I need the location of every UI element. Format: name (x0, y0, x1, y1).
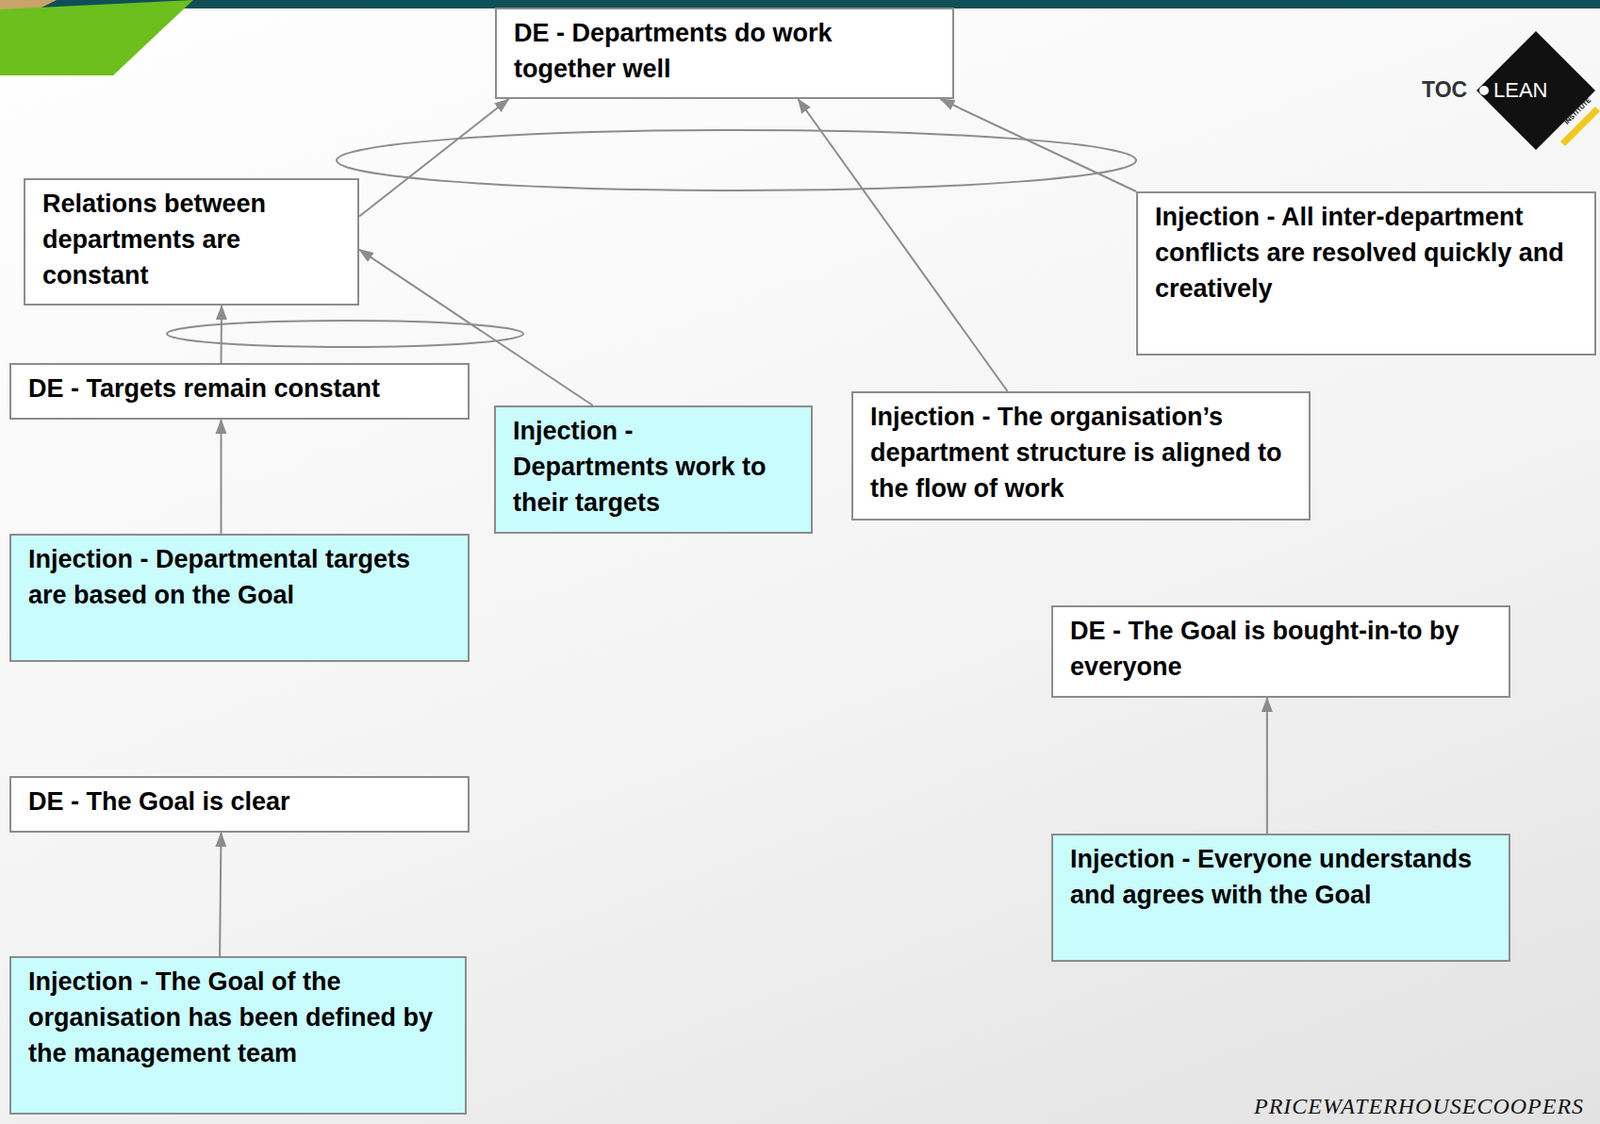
arrow-connector (359, 98, 510, 217)
node-text: DE - Departments do work together well (513, 15, 936, 87)
arrow-connector (219, 832, 221, 957)
logo-text: TOC (1421, 77, 1468, 103)
effect-box: DE - Departments do work together well (494, 7, 955, 99)
injection-box: Injection - Everyone understands and agr… (1051, 833, 1511, 962)
node-text: DE - The Goal is bought-in-to by everyon… (1070, 612, 1492, 685)
arrow-connector (219, 305, 223, 363)
node-text: Injection - All inter-department conflic… (1154, 198, 1578, 307)
effect-box: Injection - The organisation’s departmen… (851, 391, 1311, 521)
node-text: Injection - Everyone understands and agr… (1070, 841, 1492, 913)
effect-box: Injection - All inter-department conflic… (1136, 191, 1597, 356)
logo-text: LEAN (1493, 78, 1548, 103)
effect-box: DE - Targets remain constant (9, 362, 470, 420)
node-text: Relations between departments are consta… (42, 185, 341, 294)
arrow-connector (1266, 697, 1269, 834)
injection-box: Injection - Departments work to their ta… (494, 405, 813, 534)
arrow-connector (940, 98, 1137, 192)
node-text: DE - Targets remain constant (28, 370, 451, 407)
arrow-connector (219, 419, 222, 534)
green-corner (0, 0, 194, 76)
arrow-connector (797, 98, 1007, 392)
injection-box: Injection - The Goal of the organisation… (9, 956, 467, 1115)
effect-box: DE - The Goal is clear (9, 775, 470, 833)
effect-box: DE - The Goal is bought-in-to by everyon… (1051, 605, 1511, 698)
effect-box: Relations between departments are consta… (23, 178, 360, 306)
node-text: Injection - The Goal of the organisation… (28, 963, 448, 1072)
company-logo-text: PRICEWATERHOUSECOOPERS (1253, 1093, 1584, 1120)
node-text: DE - The Goal is clear (28, 783, 451, 820)
node-text: Injection - Departments work to their ta… (512, 412, 794, 521)
logo-dot (1479, 85, 1489, 96)
node-text: Injection - Departmental targets are bas… (28, 541, 451, 613)
injection-box: Injection - Departmental targets are bas… (9, 533, 470, 662)
node-text: Injection - The organisation’s departmen… (870, 398, 1292, 507)
